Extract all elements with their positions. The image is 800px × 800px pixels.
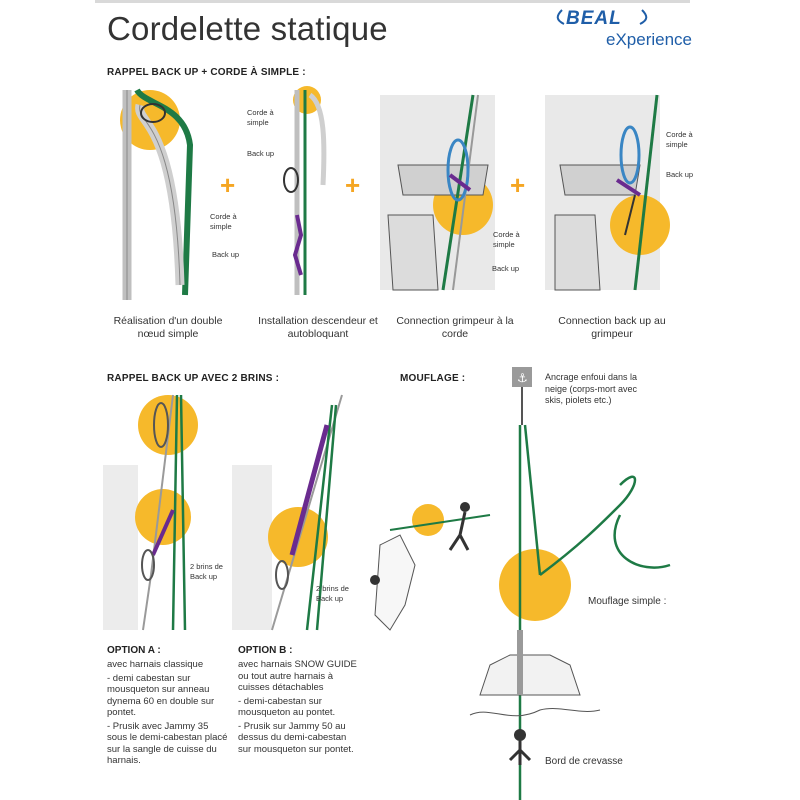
anchor-label: Ancrage enfoui dans la neige (corps-mort…: [545, 372, 638, 405]
illustration-backup-connection: [545, 94, 670, 291]
section-heading-rappel-simple: RAPPEL BACK UP + CORDE À SIMPLE :: [107, 67, 306, 78]
option-b-line: - demi-cabestan sur mousqueton au pontet…: [238, 695, 336, 719]
option-b-text: avec harnais SNOW GUIDE ou tout autre ha…: [238, 659, 360, 757]
option-b-line: avec harnais SNOW GUIDE ou tout autre ha…: [238, 659, 357, 693]
plus-icon: +: [220, 170, 236, 200]
illustration-mouflage: ⚓: [370, 367, 671, 800]
label-back-up-2: Back up: [247, 149, 275, 158]
label-back-up-3: Back up: [492, 264, 520, 273]
plus-icon: +: [345, 170, 361, 200]
option-a-line: - Prusik avec Jammy 35 sous le demi-cabe…: [107, 720, 228, 767]
caption-panel-1: Réalisation d'un double nœud simple: [113, 315, 223, 340]
option-b-title: OPTION B :: [238, 645, 293, 656]
label-corde-simple-4: Corde à simple: [666, 130, 693, 149]
option-b-line: - Prusik sur Jammy 50 au dessus du demi-…: [238, 720, 354, 755]
pulley-label: Mouflage simple :: [588, 596, 667, 607]
illustration-climber-connection: [380, 94, 495, 291]
caption-panel-3: Connection grimpeur à la corde: [396, 315, 514, 340]
plus-icon: +: [510, 170, 526, 200]
top-border: [95, 0, 690, 3]
label-back-up-4: Back up: [666, 170, 694, 179]
page-title: Cordelette statique: [107, 10, 388, 47]
svg-text:⚓: ⚓: [517, 371, 528, 385]
option-a-title: OPTION A :: [107, 645, 161, 656]
illustration-double-knot: [120, 88, 194, 300]
crevasse-label: Bord de crevasse: [545, 756, 623, 767]
option-a-line: avec harnais classique: [107, 659, 204, 670]
label-back-up-1: Back up: [212, 250, 240, 259]
illustration-option-a: [103, 394, 198, 631]
brand-subtitle: eXperience: [606, 30, 693, 49]
caption-panel-4: Connection back up au grimpeur: [558, 315, 666, 340]
label-2-brins-b: 2 brins de Back up: [316, 584, 349, 603]
brand-logo-swoosh: [556, 9, 648, 25]
section-heading-mouflage: MOUFLAGE :: [400, 373, 466, 384]
brand-logo: BEAL: [566, 8, 622, 29]
illustration-option-b: [232, 394, 343, 631]
label-corde-simple-1: Corde à simple: [210, 212, 237, 231]
option-a-line: - demi cabestan sur mousqueton sur annea…: [107, 672, 215, 719]
label-2-brins-a: 2 brins de Back up: [190, 562, 223, 581]
caption-panel-2: Installation descendeur et autobloquant: [258, 315, 378, 340]
section-heading-rappel-2-brins: RAPPEL BACK UP AVEC 2 BRINS :: [107, 373, 280, 384]
option-a-text: avec harnais classique - demi cabestan s…: [107, 659, 229, 769]
label-corde-simple-2: Corde à simple: [247, 108, 274, 127]
illustration-descender: [283, 86, 327, 295]
label-corde-simple-3: Corde à simple: [493, 230, 520, 249]
